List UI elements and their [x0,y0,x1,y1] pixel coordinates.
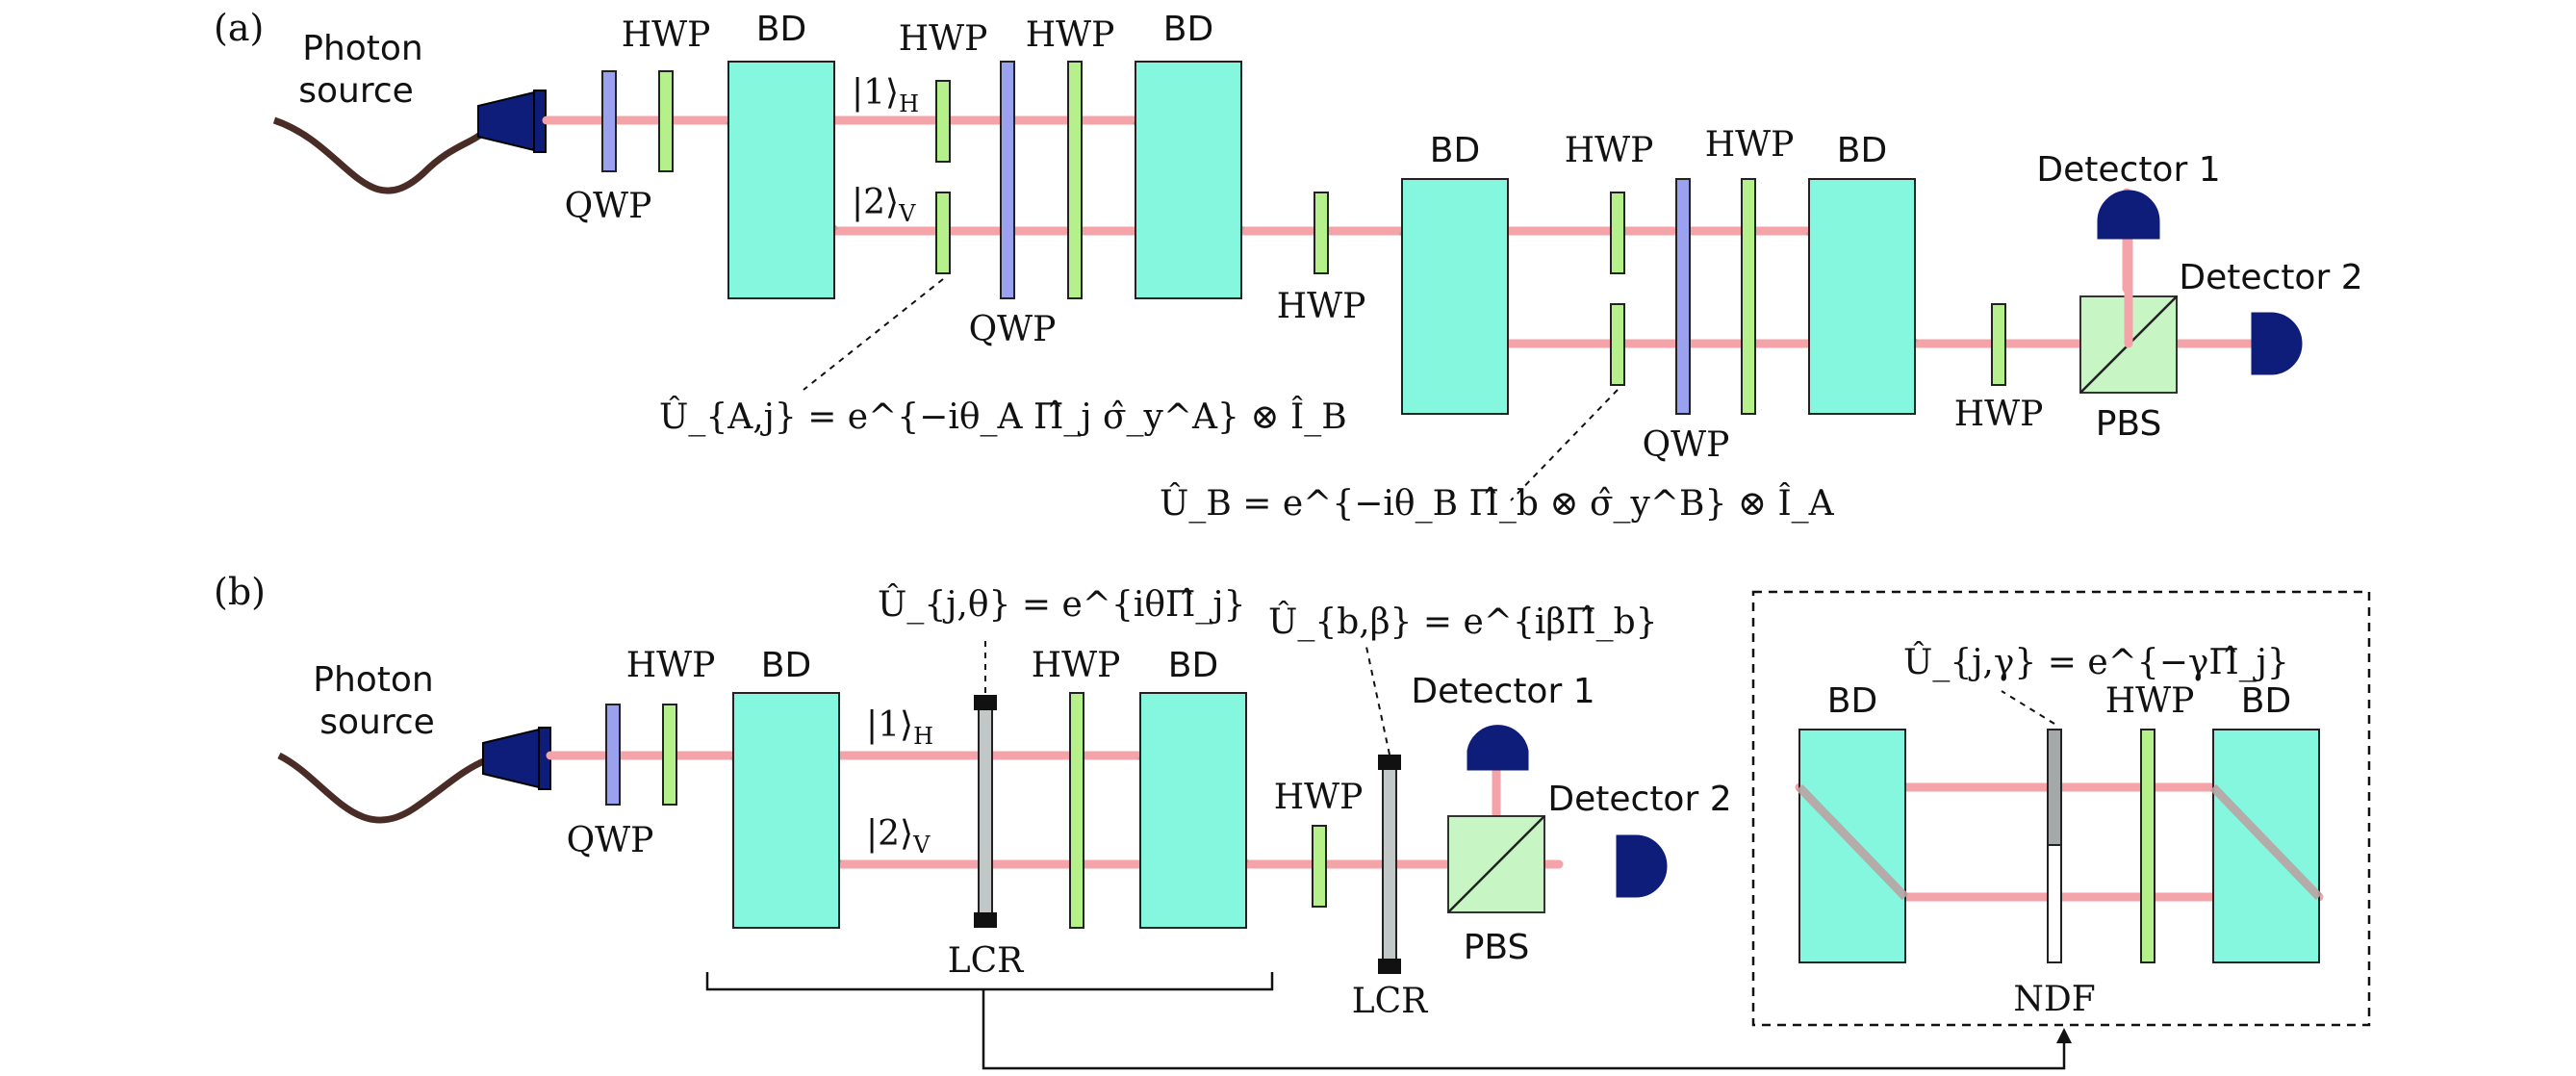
bd-block-a1 [727,61,835,299]
bd-block-a2 [1135,61,1242,299]
detector-2-label-a: Detector 2 [2179,258,2362,297]
hwp-label-a4: HWP [1277,287,1366,326]
panel-b-tag: (b) [214,571,266,613]
hwp-plate-a5-lower [1610,303,1625,386]
hwp-plate-a3 [1067,61,1083,299]
equation-U-gamma: Û_{j,γ} = e^{−γΠ̂_j} [1903,642,2289,682]
ndf-plate-dark-section [2047,729,2062,846]
hwp-label-a3: HWP [1026,15,1115,55]
panel-b: (b) Photon source QWP HWP BD |1⟩H |2⟩V Û… [214,571,2371,1070]
bd-block-a3 [1401,178,1509,415]
equation-U-A: Û_{A,j} = e^{−iθ_A Π̂_j σ̂_y^A} ⊗ Î_B [659,397,1347,437]
hwp-label-b1: HWP [626,646,716,685]
inset-beam-displaced-2 [2209,783,2323,901]
detector-2-label-b: Detector 2 [1547,780,1731,819]
ndf-label: NDF [2013,980,2095,1019]
detector-1-icon-a [2097,190,2160,240]
pbs-label-a: PBS [2096,404,2162,444]
hwp-label-a7: HWP [1954,395,2044,434]
fiber-cable-b [277,752,488,824]
bd-label-a2: BD [1163,10,1213,49]
source-label-b-line1: Photon [313,660,434,700]
qwp-label-a1: QWP [565,187,652,226]
hwp-label-b2: HWP [1032,646,1121,685]
inset-hwp-label: HWP [2105,681,2195,721]
inset-bd-label-1: BD [1827,681,1877,721]
detector-1-label-b: Detector 1 [1411,672,1594,711]
inset-connector-arrow [982,989,2066,1070]
leader-eq-B [1510,389,1619,501]
leader-eq-gamma [2001,690,2055,725]
lcr-plate-b1 [978,702,993,920]
hwp-label-a5: HWP [1565,131,1654,170]
lcr-cap-bottom-b1 [974,912,997,928]
hwp-plate-a6 [1741,178,1756,415]
hwp-label-a6: HWP [1705,125,1795,165]
hwp-plate-a7 [1991,303,2006,386]
leader-eq-beta [1365,646,1390,756]
ket-1-label-a: |1⟩H [852,73,919,117]
detector-2-icon-b [1616,834,1668,898]
inset-hwp-plate [2140,729,2155,963]
panel-a-tag: (a) [214,7,264,49]
hwp-plate-a2-lower [935,192,951,274]
hwp-label-a2: HWP [899,19,988,59]
qwp-plate-a2 [1000,61,1015,299]
lcr-plate-b2 [1382,759,1397,963]
bd-label-a3: BD [1430,131,1480,170]
detector-2-icon-a [2251,312,2303,375]
hwp-plate-a2-upper [935,80,951,163]
pbs-label-b: PBS [1464,928,1530,967]
bd-label-b1: BD [761,646,811,685]
bd-block-a4 [1808,178,1916,415]
bd-label-b2: BD [1168,646,1218,685]
lcr-label-b1: LCR [948,941,1024,981]
qwp-label-a2: QWP [969,310,1057,349]
qwp-plate-a1 [601,70,617,172]
hwp-label-a1: HWP [622,15,711,55]
pbs-diagonal-b [1447,815,1545,913]
source-label-line1: Photon [302,29,423,68]
lcr-cap-bottom-b2 [1378,959,1401,974]
hwp-plate-b2 [1069,692,1084,929]
hwp-plate-b3 [1312,825,1327,908]
qwp-plate-a3 [1675,178,1691,415]
hwp-plate-a5-upper [1610,192,1625,274]
equation-U-beta: Û_{b,β} = e^{iβΠ̂_b} [1268,602,1658,642]
qwp-label-a3: QWP [1643,425,1730,465]
bd-label-a1: BD [756,10,806,49]
fiber-coupler-icon-b [482,728,540,789]
bd-label-a4: BD [1837,131,1887,170]
hwp-plate-a1 [658,70,674,172]
fiber-coupler-icon [477,90,535,152]
ket-2-label-a: |2⟩V [852,183,916,227]
hwp-label-b3: HWP [1274,778,1364,817]
ndf-inset: Û_{j,γ} = e^{−γΠ̂_j} BD HWP BD NDF [1751,590,2371,1027]
bd-block-b1 [732,692,840,929]
source-label-b-line2: source [319,703,435,742]
inset-bd-label-2: BD [2241,681,2291,721]
detector-1-label-a: Detector 1 [2036,150,2220,190]
inset-arrow-head [2056,1028,2072,1043]
qwp-plate-b1 [605,704,621,806]
group-bracket-b [705,972,1274,991]
fiber-cable [272,116,489,194]
bd-block-b2 [1139,692,1247,929]
panel-a: (a) Photon source QWP HWP BD |1⟩H |2⟩V H… [214,7,2363,524]
hwp-plate-b1 [662,704,677,806]
inset-beam-displaced-1 [1796,783,1909,901]
hwp-plate-a4 [1314,192,1329,274]
ket-2-label-b: |2⟩V [866,814,931,858]
ket-1-label-b: |1⟩H [866,705,933,750]
lcr-cap-top-b2 [1378,755,1401,770]
qwp-label-b1: QWP [567,821,654,860]
lcr-cap-top-b1 [974,695,997,710]
lcr-label-b2: LCR [1352,982,1428,1021]
equation-U-theta: Û_{j,θ} = e^{iθΠ̂_j} [878,584,1246,625]
equation-U-B: Û_B = e^{−iθ_B Π̂_b ⊗ σ̂_y^B} ⊗ Î_A [1160,483,1835,524]
detector-1-icon-b [1467,725,1529,771]
inset-dashed-border [1751,590,2371,1027]
source-label-line2: source [298,71,414,111]
